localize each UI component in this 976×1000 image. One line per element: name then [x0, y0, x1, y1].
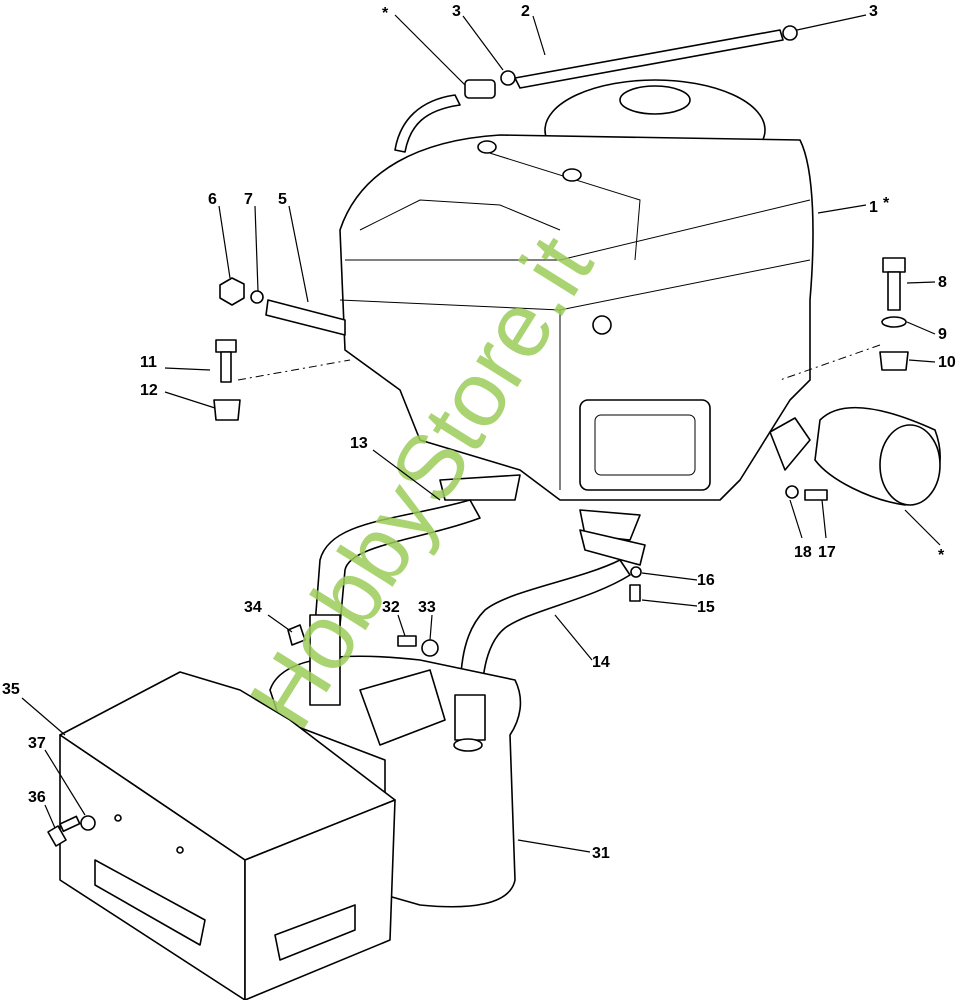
muffler-31	[269, 614, 522, 908]
label-3: 3	[869, 3, 878, 20]
label-13: 13	[350, 435, 368, 452]
washer-7	[250, 290, 264, 304]
label-33: 33	[418, 599, 436, 616]
label-32: 32	[382, 599, 400, 616]
leader-lines	[21, 14, 941, 853]
label-5: 5	[278, 191, 287, 208]
label-10: 10	[938, 354, 956, 371]
label-1: 1	[869, 199, 878, 216]
label-12: 12	[140, 382, 158, 399]
label-star: *	[883, 195, 890, 212]
label-2: 2	[521, 3, 530, 20]
crankshaft-assembly	[219, 277, 346, 336]
label-36: 36	[28, 789, 46, 806]
label-37: 37	[28, 735, 46, 752]
mount-hardware-left	[213, 339, 351, 421]
label-34: 34	[244, 599, 262, 616]
part-labels: * 3 2 3 1 * 6 7 5 8 9 10 11 12 13 14 15 …	[2, 3, 956, 862]
label-7: 7	[244, 191, 253, 208]
engine	[339, 79, 814, 501]
label-16: 16	[697, 572, 715, 589]
label-star: *	[938, 547, 945, 564]
label-3: 3	[452, 3, 461, 20]
hose-clamp	[500, 70, 516, 86]
label-14: 14	[592, 654, 610, 671]
mount-hardware-right	[779, 257, 909, 381]
label-31: 31	[592, 845, 610, 862]
label-8: 8	[938, 274, 947, 291]
label-6: 6	[208, 191, 217, 208]
fuel-filter-inline	[464, 79, 496, 99]
hose-clamp	[782, 25, 798, 41]
heat-shield-35	[47, 671, 396, 1000]
oil-filter-assembly	[769, 406, 941, 506]
label-11: 11	[140, 354, 157, 371]
exhaust-pipes	[314, 474, 646, 701]
fuel-hose	[394, 25, 798, 153]
label-35: 35	[2, 681, 20, 698]
label-17: 17	[818, 544, 836, 561]
label-9: 9	[938, 326, 947, 343]
label-15: 15	[697, 599, 715, 616]
nut-6	[219, 277, 245, 306]
label-star: *	[382, 5, 389, 22]
label-18: 18	[794, 544, 812, 561]
